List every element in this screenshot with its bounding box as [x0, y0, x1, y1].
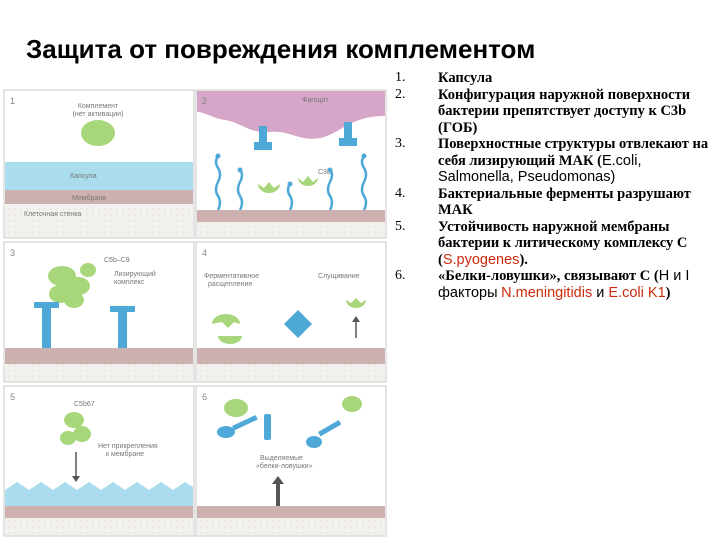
enzymatic-label-1: Ферментативное — [204, 273, 259, 280]
panel-1-number: 1 — [10, 96, 15, 106]
complement-c — [224, 399, 248, 417]
species-ecoli-k1: E.coli K1 — [608, 284, 666, 301]
complement-label: Комплемент — [78, 103, 119, 110]
surface-structure-2 — [118, 308, 127, 348]
cell-wall-layer — [5, 204, 193, 237]
list-item: 2.Конфигурация наружной поверхности бакт… — [395, 86, 691, 136]
species-meningitidis: N.meningitidis — [501, 284, 593, 301]
panel-1: 1 Комплемент (нет активации) Капсула Мем… — [3, 89, 195, 239]
panel-3-number: 3 — [10, 248, 15, 258]
c3b-fragment-1 — [258, 182, 280, 193]
list-item: 1.Капсула — [395, 70, 493, 86]
c5b67-complex — [60, 412, 91, 445]
list-item: 4.Бактериальные ферменты разрушают МАК — [395, 185, 691, 219]
traps-label-2: «белки-ловушки» — [256, 462, 313, 470]
lytic-label-1: Лизирующий — [114, 270, 156, 278]
no-attach-label-1: Нет прикрепления — [98, 443, 158, 450]
list-item: 3.Поверхностные структуры отвлекают на с… — [395, 136, 709, 185]
list-item: 6.«Белки-ловушки», связывают С (Н и I фа… — [395, 268, 690, 301]
surface-structure-1 — [42, 304, 51, 348]
panel-6: 6 Выделяемые «белки-ловушки» — [195, 385, 387, 537]
capsule-layer — [5, 162, 193, 190]
enzyme — [284, 310, 312, 338]
c3b-fragment-2 — [298, 176, 318, 186]
protection-list: 1.Капсула 2.Конфигурация наружной поверх… — [395, 70, 717, 301]
shedding-label: Слущивание — [318, 273, 360, 280]
panel-2: 2 Фагоцит C3b — [195, 89, 387, 239]
panel-5: 5 C5b67 Нет прикрепления к мембране — [3, 385, 195, 537]
no-attach-label-2: к мембране — [106, 450, 144, 458]
membrane-layer — [5, 190, 193, 204]
receptor-2 — [344, 122, 352, 144]
species-pyogenes: S.pyogenes — [442, 251, 520, 268]
enzymatic-label-2: расщепление — [208, 281, 252, 288]
c5b-c9-label: C5b–C9 — [104, 257, 130, 264]
traps-label-1: Выделяемые — [260, 455, 303, 462]
outer-membrane-wave — [5, 482, 193, 506]
c3b-label: C3b — [318, 169, 331, 176]
lytic-label-2: комплекс — [114, 279, 145, 286]
phagocyte-label: Фагоцит — [302, 97, 329, 104]
membrane-label: Мембрана — [72, 194, 106, 202]
complement-protection-figure: 1 Комплемент (нет активации) Капсула Мем… — [3, 89, 387, 537]
shed-fragment — [346, 298, 366, 308]
c5b67-label: C5b67 — [74, 401, 95, 408]
slide-title: Защита от повреждения комплементом — [26, 34, 536, 64]
panel-6-number: 6 — [202, 392, 207, 402]
capsule-label: Капсула — [70, 173, 97, 180]
panel-4: 4 Ферментативное расщепление Слущивание — [195, 241, 387, 383]
phagocyte-shape — [197, 91, 385, 139]
lytic-complex — [48, 263, 96, 308]
complement-protein — [81, 120, 115, 146]
panel-3: 3 C5b–C9 Лизирующий комплекс — [3, 241, 195, 383]
panel-5-number: 5 — [10, 392, 15, 402]
panel-2-number: 2 — [202, 96, 207, 106]
cell-wall-label: Клеточная стенка — [24, 211, 81, 218]
complement-sub-label: (нет активации) — [73, 111, 124, 118]
panel-4-number: 4 — [202, 248, 207, 258]
list-item: 5.Устойчивость наружной мембраны бактери… — [395, 218, 688, 268]
trap-proteins — [217, 414, 342, 448]
receptor-1 — [259, 126, 267, 148]
cleaved-fragment-1 — [212, 314, 240, 328]
